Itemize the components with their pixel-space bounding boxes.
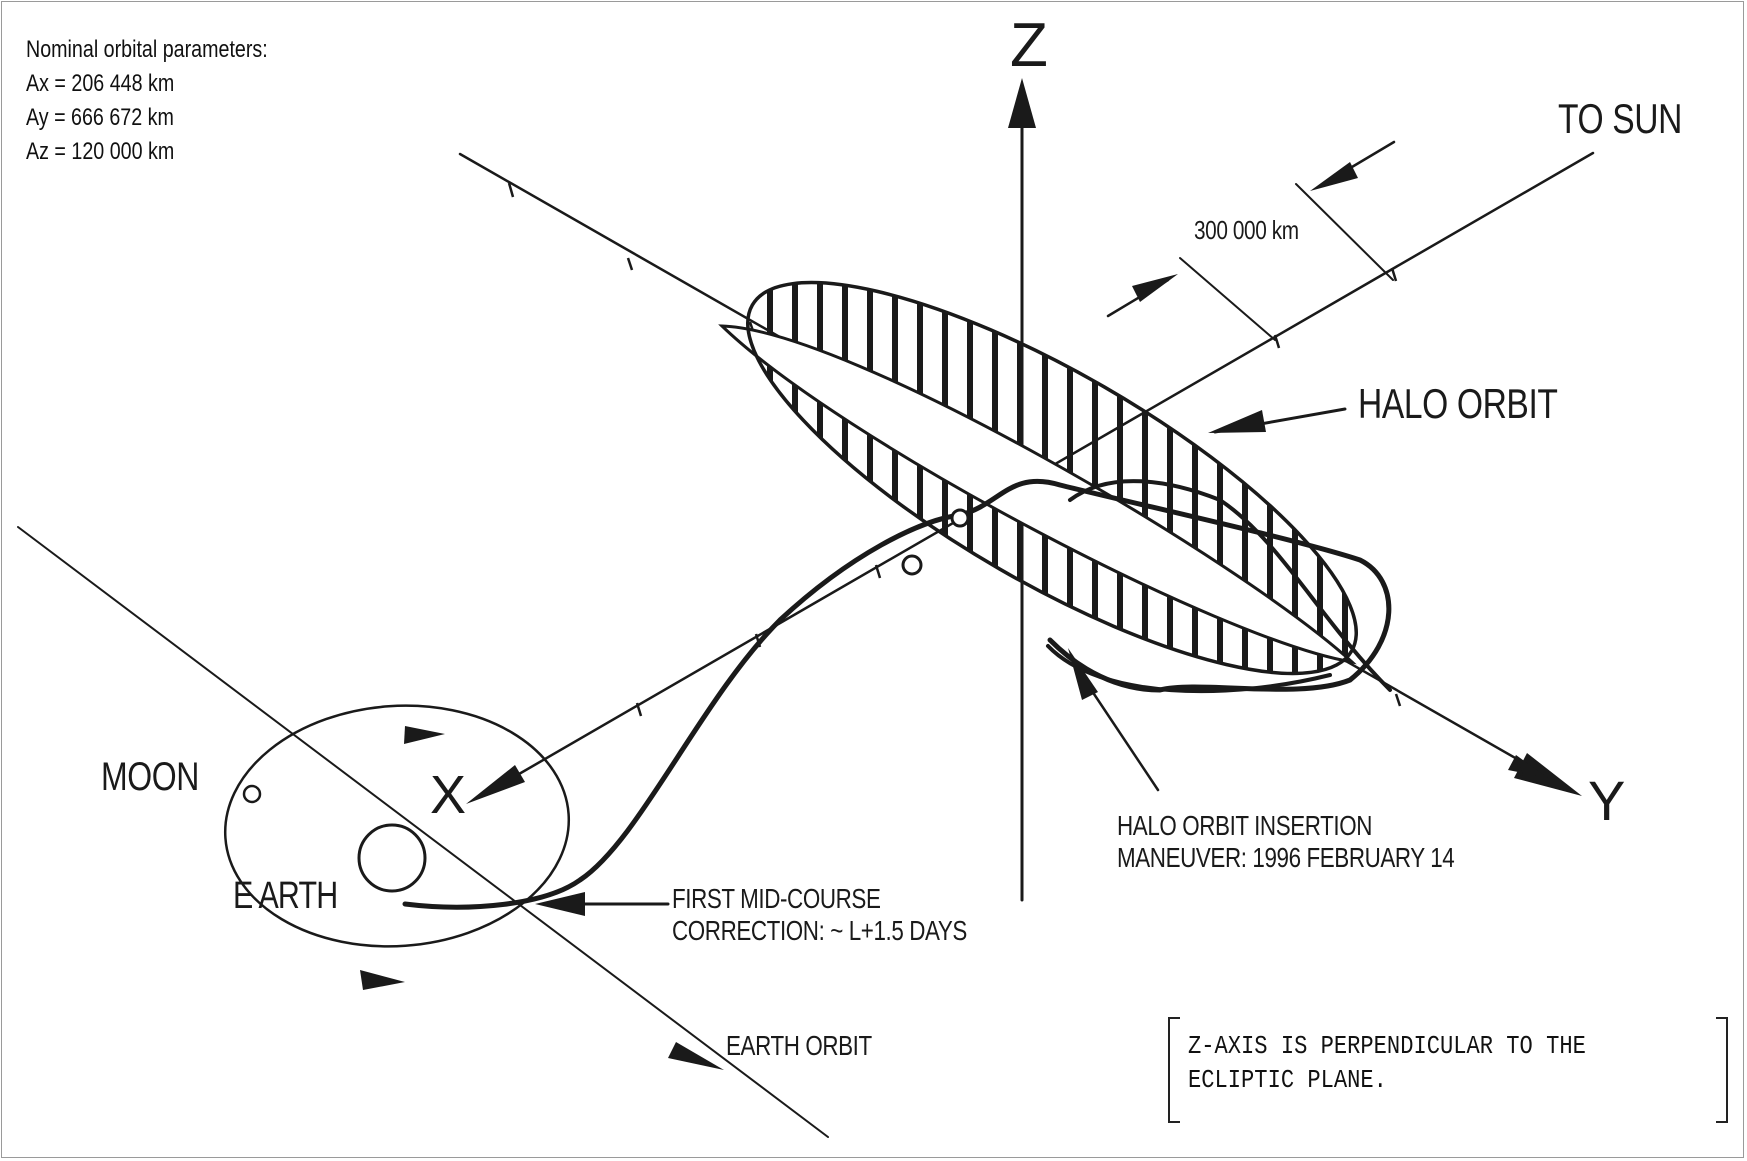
distance-label: 300 000 km (1194, 215, 1299, 245)
dimension-arrow-2 (1132, 274, 1178, 302)
midcourse-label-line1: FIRST MID-COURSE (672, 883, 881, 914)
earth-label: E ARTH (233, 875, 338, 917)
orbital-parameters: Nominal orbital parameters: Ax = 206 448… (26, 33, 321, 169)
earth-orbit-line (17, 526, 829, 1138)
halo-orbit-arrow (1208, 410, 1266, 433)
midcourse-arrow (535, 892, 585, 916)
return-trajectory (1068, 479, 1392, 692)
insertion-arrow (1068, 648, 1098, 700)
x-axis-arrowhead (466, 765, 525, 804)
z-axis-label: Z (1010, 11, 1048, 80)
dimension-leader-2 (1179, 257, 1276, 341)
earth-orbit-arrow (668, 1042, 724, 1070)
note-text: Z-AXIS IS PERPENDICULAR TO THE ECLIPTIC … (1188, 1029, 1586, 1097)
insertion-arc (1046, 644, 1332, 694)
params-title: Nominal orbital parameters: (26, 36, 268, 63)
earth-orbit-label: EARTH ORBIT (726, 1030, 872, 1061)
note-bracket-right (1716, 1017, 1728, 1123)
halo-orbit-label: HALO ORBIT (1358, 380, 1558, 427)
insertion-label: HALO ORBIT INSERTION MANEUVER: 1996 FEBR… (1117, 810, 1455, 874)
insertion-label-line1: HALO ORBIT INSERTION (1117, 810, 1373, 841)
param-ax: Ax = 206 448 km (26, 70, 175, 97)
ecliptic-note: Z-AXIS IS PERPENDICULAR TO THE ECLIPTIC … (1168, 1017, 1728, 1123)
insertion-label-line2: MANEUVER: 1996 FEBRUARY 14 (1117, 842, 1455, 873)
y-axis-arrowhead (1514, 753, 1582, 796)
param-az: Az = 120 000 km (26, 138, 175, 165)
x-axis-label: X (430, 765, 467, 825)
trajectory-node (901, 554, 923, 576)
note-bracket-left (1168, 1017, 1180, 1123)
dimension-arrow-1 (1310, 162, 1358, 191)
y-axis-label: Y (1588, 769, 1626, 832)
halo-orbit-band (717, 280, 1373, 720)
insertion-leader (1088, 686, 1160, 792)
param-ay: Ay = 666 672 km (26, 104, 174, 131)
to-sun-label: TO SUN (1558, 95, 1682, 142)
earth-circle (357, 823, 427, 893)
trajectory-node (950, 508, 970, 528)
note-line2: ECLIPTIC PLANE. (1188, 1065, 1387, 1095)
midcourse-label-line2: CORRECTION: ~ L+1.5 DAYS (672, 915, 967, 946)
moon-circle (242, 784, 262, 804)
midcourse-label: FIRST MID-COURSE CORRECTION: ~ L+1.5 DAY… (672, 883, 967, 947)
y-axis-arrowhead-2 (1508, 755, 1548, 778)
z-axis-arrowhead (1008, 78, 1036, 128)
moon-orbit-arrow-bottom (360, 970, 405, 990)
dimension-leader-1 (1295, 183, 1394, 281)
moon-orbit-arrow-top (404, 726, 445, 744)
note-line1: Z-AXIS IS PERPENDICULAR TO THE (1188, 1031, 1586, 1061)
moon-orbit-ellipse (223, 704, 571, 948)
moon-label: MOON (101, 755, 199, 799)
